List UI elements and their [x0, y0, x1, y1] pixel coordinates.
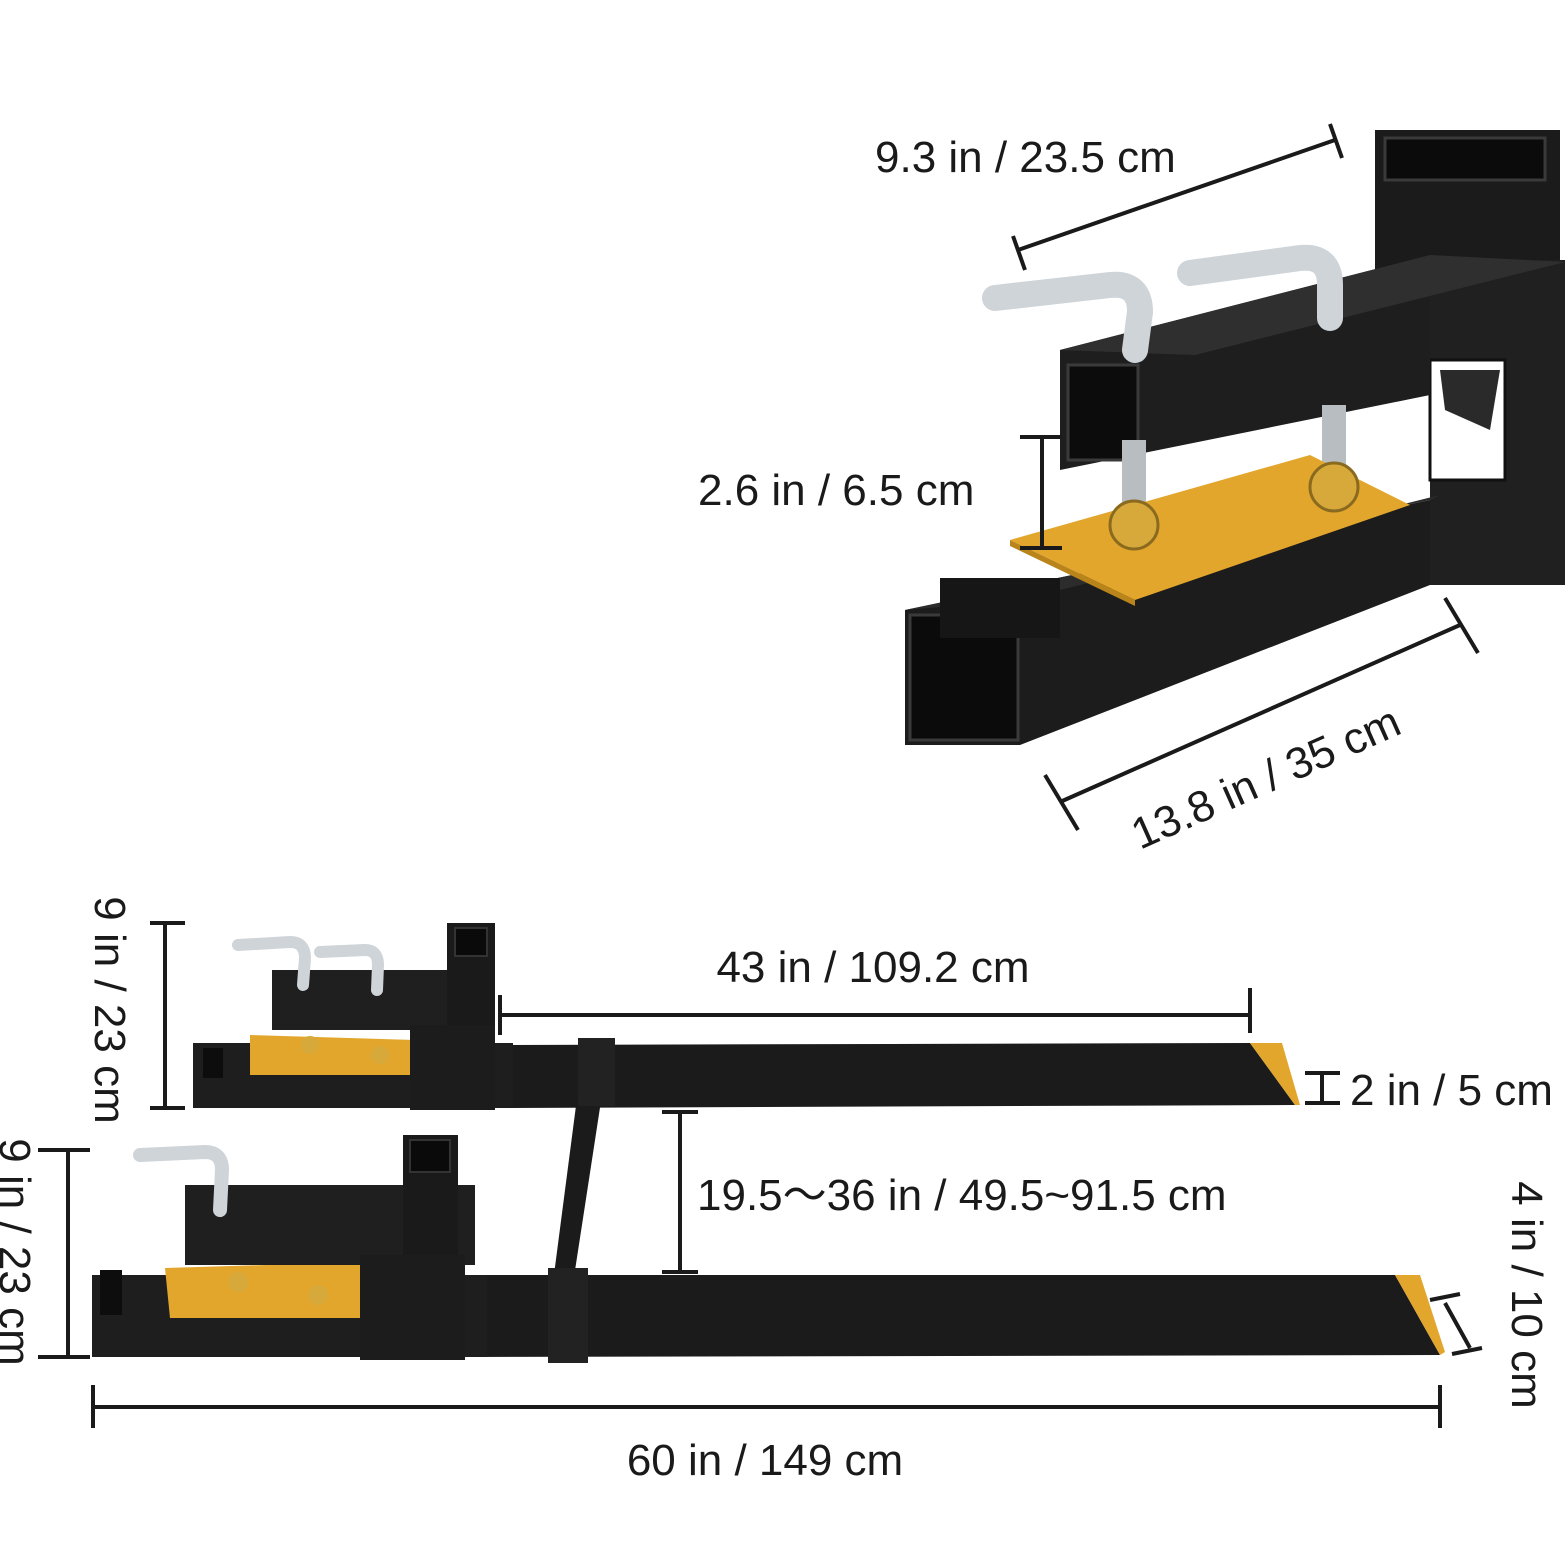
- dimension-upright-height-top: 9 in / 23 cm: [85, 896, 185, 1124]
- upper-fork-blade: [495, 1043, 1295, 1108]
- lower-fork: [92, 1135, 1445, 1360]
- label-overall-length: 60 in / 149 cm: [627, 1436, 903, 1485]
- upper-fork-plate: [250, 1035, 415, 1075]
- lower-fork-plate: [165, 1262, 365, 1318]
- lower-fork-blade: [470, 1275, 1440, 1357]
- label-fork-length: 43 in / 109.2 cm: [716, 943, 1029, 992]
- label-clamp-base: 13.8 in / 35 cm: [1124, 697, 1408, 859]
- label-clamp-arm: 9.3 in / 23.5 cm: [875, 133, 1176, 182]
- label-fork-width: 4 in / 10 cm: [1502, 1181, 1551, 1408]
- clamp-detail-illustration: [905, 130, 1565, 745]
- lower-fork-pin: [133, 1144, 230, 1217]
- clamp-pin-right: [1177, 244, 1343, 331]
- label-upright-height-bottom: 9 in / 23 cm: [0, 1138, 39, 1365]
- upper-fork-pin-left: [232, 935, 312, 991]
- label-clamp-gap: 2.6 in / 6.5 cm: [698, 466, 974, 515]
- dimension-clamp-gap: 2.6 in / 6.5 cm: [698, 435, 1062, 550]
- dimension-upright-height-bottom: 9 in / 23 cm: [0, 1138, 90, 1366]
- dimension-overall-length: 60 in / 149 cm: [91, 1385, 1442, 1485]
- clamp-lower-tube: [905, 500, 1430, 745]
- dimension-fork-length: 43 in / 109.2 cm: [498, 943, 1252, 1035]
- label-upright-height-top: 9 in / 23 cm: [85, 896, 134, 1123]
- dimension-fork-thickness: 2 in / 5 cm: [1305, 1066, 1553, 1115]
- upper-fork-pin-right: [314, 943, 385, 996]
- dimension-fork-spacing: 19.5～36 in / 49.5~91.5 cm: [662, 1110, 1227, 1274]
- clamp-pin-left: [982, 271, 1154, 363]
- dimension-fork-width: 4 in / 10 cm: [1429, 1181, 1551, 1409]
- label-fork-spacing: 19.5～36 in / 49.5~91.5 cm: [697, 1171, 1227, 1220]
- upper-fork: [193, 923, 1300, 1110]
- fork-cross-bar: [548, 1038, 615, 1363]
- label-fork-thickness: 2 in / 5 cm: [1350, 1066, 1553, 1115]
- dimension-clamp-arm: 9.3 in / 23.5 cm: [875, 123, 1344, 271]
